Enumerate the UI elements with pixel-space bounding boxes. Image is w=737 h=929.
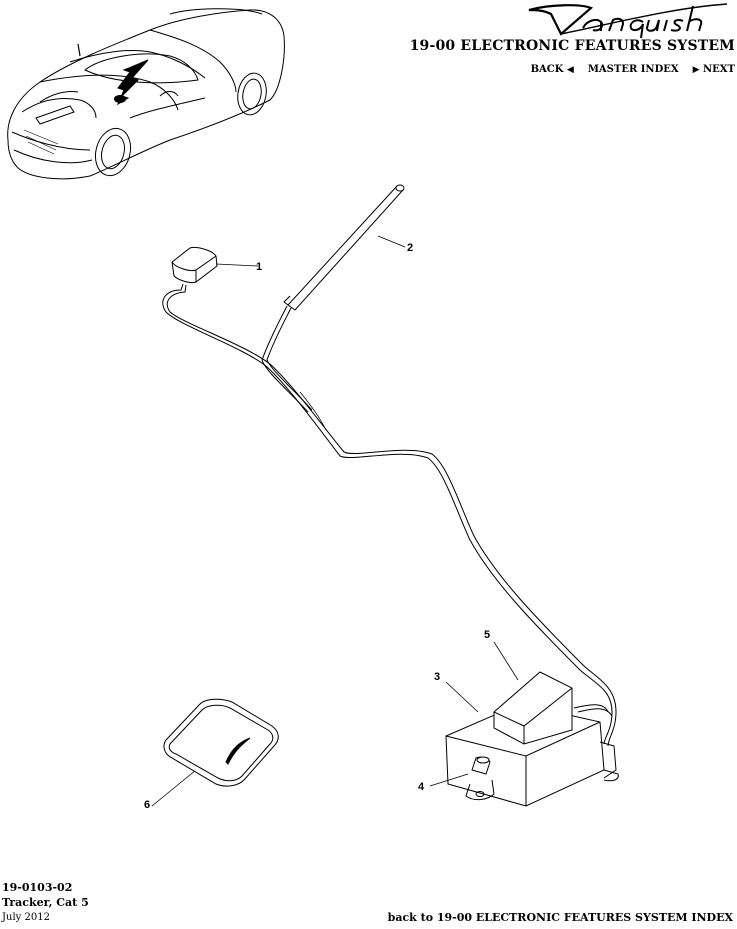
callout-4: 4	[418, 781, 425, 793]
back-arrow-icon: ◀	[566, 65, 574, 75]
parts-diagram: 1 2 3 4 5 6	[144, 184, 619, 811]
master-index-link[interactable]: MASTER INDEX	[587, 64, 679, 75]
callout-6: 6	[144, 799, 150, 811]
next-arrow-icon: ▶	[692, 65, 700, 75]
callout-2: 2	[407, 242, 413, 254]
callout-1: 1	[256, 261, 262, 273]
callout-3: 3	[434, 671, 440, 683]
car-locator-illustration	[7, 8, 285, 180]
section-title: 19-00 ELECTRONIC FEATURES SYSTEM	[409, 38, 735, 54]
vanquish-logo	[528, 3, 728, 39]
drawing-info: 19-0103-02 Tracker, Cat 5 July 2012	[2, 880, 89, 925]
callout-5: 5	[484, 629, 490, 641]
drawing-date: July 2012	[2, 912, 50, 923]
drawing-code: 19-0103-02	[2, 881, 73, 894]
back-to-index-link[interactable]: back to 19-00 ELECTRONIC FEATURES SYSTEM…	[387, 911, 733, 924]
next-link[interactable]: ▶ NEXT	[692, 64, 735, 75]
drawing-name: Tracker, Cat 5	[2, 896, 89, 909]
navigation-bar: BACK ◀ MASTER INDEX ▶ NEXT	[531, 64, 735, 75]
back-link[interactable]: BACK ◀	[530, 64, 574, 75]
